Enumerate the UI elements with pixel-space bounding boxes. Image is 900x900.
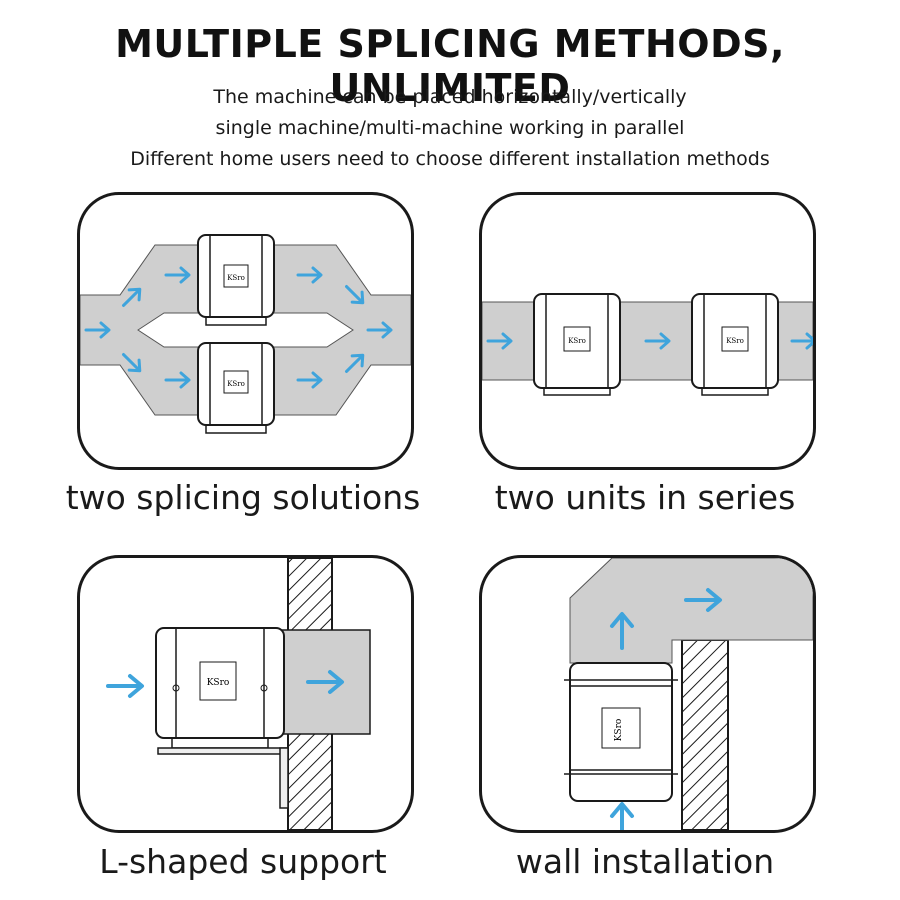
panel-l-support: KSro bbox=[77, 555, 414, 833]
logo-first: KSro bbox=[568, 337, 586, 345]
wall bbox=[681, 639, 729, 830]
panel-two-splicing: KSro KSro bbox=[77, 192, 414, 470]
fan-unit: KSro bbox=[155, 627, 285, 739]
logo-second: KSro bbox=[726, 337, 744, 345]
logo-main: KSro bbox=[614, 719, 624, 742]
logo-upper: KSro bbox=[227, 274, 245, 282]
subtitle-line-3: Different home users need to choose diff… bbox=[130, 148, 770, 170]
series-diagram: KSro KSro bbox=[482, 293, 813, 396]
logo-main: KSro bbox=[207, 678, 230, 688]
panel-wall-install: KSro bbox=[479, 555, 816, 833]
caption-two-series: two units in series bbox=[494, 478, 796, 517]
caption-wall-install: wall installation bbox=[515, 842, 775, 881]
fan-unit-second: KSro bbox=[691, 293, 779, 396]
fan-unit: KSro bbox=[564, 662, 678, 802]
fan-unit-upper: KSro bbox=[197, 234, 275, 326]
page-title: MULTIPLE SPLICING METHODS, UNLIMITED bbox=[115, 22, 785, 110]
l-support-diagram: KSro bbox=[106, 558, 371, 830]
caption-l-support: L-shaped support bbox=[99, 842, 387, 881]
parallel-diagram: KSro KSro bbox=[80, 234, 411, 434]
subtitle-block: The machine can be placed horizontally/v… bbox=[0, 82, 900, 175]
l-bracket bbox=[157, 738, 289, 809]
fan-unit-first: KSro bbox=[533, 293, 621, 396]
subtitle-line-1: The machine can be placed horizontally/v… bbox=[213, 86, 687, 108]
wall-install-diagram: KSro bbox=[564, 558, 813, 830]
subtitle-line-2: single machine/multi-machine working in … bbox=[215, 117, 685, 139]
caption-two-splicing: two splicing solutions bbox=[65, 478, 421, 517]
fan-unit-lower: KSro bbox=[197, 342, 275, 434]
panel-two-series: KSro KSro bbox=[479, 192, 816, 470]
duct-elbow bbox=[569, 558, 813, 664]
logo-lower: KSro bbox=[227, 380, 245, 388]
